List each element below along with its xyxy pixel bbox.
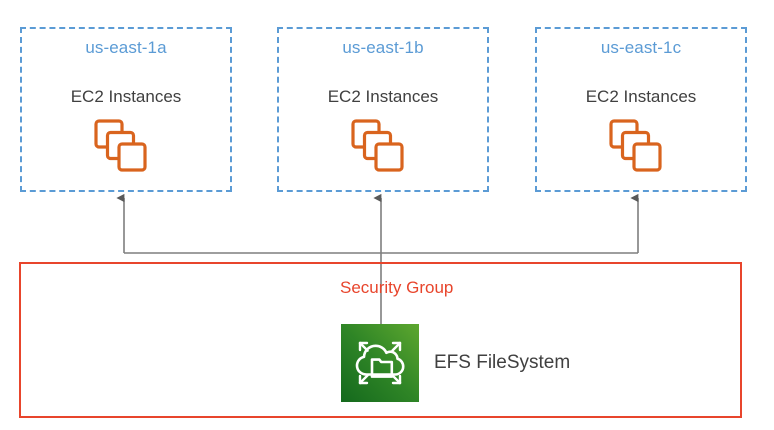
availability-zone-label-us-east-1a: us-east-1a bbox=[85, 38, 167, 57]
availability-zone-box-us-east-1b bbox=[277, 27, 489, 192]
ec2-instances-label-us-east-1b: EC2 Instances bbox=[327, 87, 439, 106]
availability-zone-label-us-east-1c: us-east-1c bbox=[600, 38, 682, 57]
security-group-box bbox=[19, 262, 742, 418]
ec2-instances-icon-us-east-1a bbox=[94, 119, 154, 179]
ec2-instances-icon-us-east-1b bbox=[351, 119, 411, 179]
ec2-instances-label-us-east-1a: EC2 Instances bbox=[70, 87, 182, 106]
ec2-instances-label-us-east-1c: EC2 Instances bbox=[585, 87, 697, 106]
ec2-instances-icon-us-east-1c bbox=[609, 119, 669, 179]
availability-zone-box-us-east-1a bbox=[20, 27, 232, 192]
availability-zone-label-us-east-1b: us-east-1b bbox=[342, 38, 424, 57]
availability-zone-box-us-east-1c bbox=[535, 27, 747, 192]
security-group-label: Security Group bbox=[340, 278, 454, 297]
efs-filesystem-label: EFS FileSystem bbox=[434, 352, 571, 373]
efs-filesystem-icon bbox=[341, 324, 419, 402]
